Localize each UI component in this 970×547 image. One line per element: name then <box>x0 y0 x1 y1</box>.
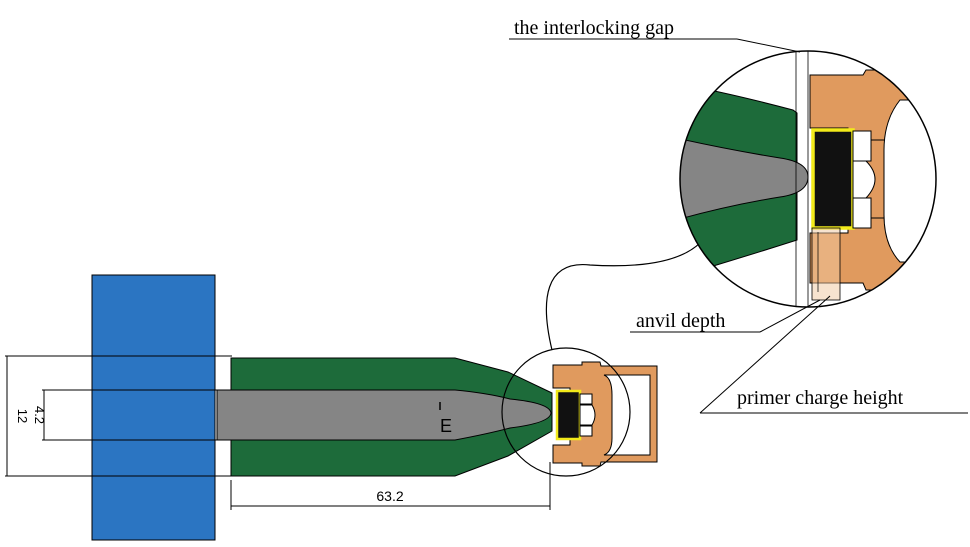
detail-marker-circle <box>501 347 631 477</box>
gray-electrode-rod <box>216 389 552 441</box>
label-interlocking-gap: the interlocking gap <box>514 17 674 39</box>
anvil-main-bottom <box>579 425 593 437</box>
dim-inner-label: 4.2 <box>32 406 47 424</box>
zoom-anvil-ring <box>852 160 876 199</box>
label-anvil-depth: anvil depth <box>636 310 725 332</box>
anvil-main-top <box>579 393 593 405</box>
label-primer-charge-height: primer charge height <box>737 387 904 409</box>
zoom-gap-overlay <box>811 227 841 301</box>
dim-outer-label: 12 <box>15 409 30 423</box>
callout-lines <box>509 38 968 414</box>
field-symbol-e: E <box>440 416 452 436</box>
dim-length-label: 63.2 <box>376 488 403 504</box>
primer-main <box>555 389 582 441</box>
zoom-copper-cup <box>809 69 936 291</box>
blue-holder-block <box>91 274 216 541</box>
zoom-detail-circle <box>679 50 937 308</box>
zoom-anvil-top <box>852 130 872 162</box>
zoom-primer-charge <box>811 128 855 230</box>
zoom-connector-line <box>545 242 701 351</box>
anvil-main-ring <box>579 404 596 426</box>
zoom-anvil-bottom <box>852 197 872 229</box>
zoom-interlocking-gap <box>795 51 809 307</box>
dimension-lines <box>5 355 551 510</box>
